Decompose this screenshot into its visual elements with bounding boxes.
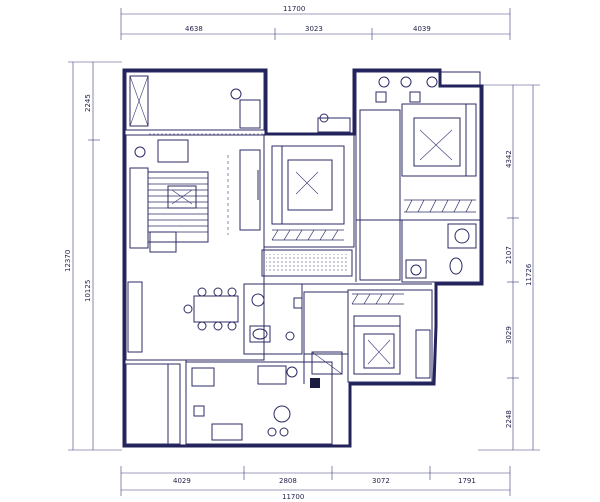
dim-top-seg-2: 3023: [305, 25, 323, 33]
kitchen: [185, 361, 333, 445]
dim-bottom-seg-3: 3072: [372, 477, 390, 485]
dimension-right: 4342 2107 3029 2248 11726: [478, 84, 540, 451]
dim-bottom-seg-4: 1791: [458, 477, 476, 485]
bedroom-south: [347, 289, 433, 383]
bathroom-center: [243, 283, 303, 355]
dimension-left: 12370 2245 10125: [64, 61, 122, 451]
wood-corridor: [359, 109, 401, 281]
dim-left-seg-1: 2245: [84, 94, 92, 112]
dim-left-seg-2: 10125: [84, 280, 92, 302]
dim-bottom-seg-2: 2808: [279, 477, 297, 485]
wood-hall: [303, 291, 349, 355]
dim-left-total: 12370: [64, 250, 72, 272]
dim-right-total: 11726: [525, 263, 533, 286]
dim-right-seg-1: 4342: [505, 150, 513, 168]
dimension-bottom: 4029 2808 3072 1791 11700: [120, 466, 511, 501]
dimension-top: 11700 4638 3023 4039: [120, 5, 511, 40]
dim-right-seg-4: 2248: [505, 410, 513, 428]
dining-table: [193, 295, 239, 323]
plan-body: [122, 68, 484, 448]
dim-right-seg-2: 2107: [505, 246, 513, 264]
balcony-north: [125, 71, 265, 131]
master-bedroom: [355, 71, 481, 221]
dim-right-seg-3: 3029: [505, 326, 513, 344]
master-bathroom: [401, 219, 481, 283]
planter-strip: [261, 249, 353, 277]
dim-top-seg-3: 4039: [413, 25, 431, 33]
dim-top-seg-1: 4638: [185, 25, 203, 33]
dim-bottom-seg-1: 4029: [173, 477, 191, 485]
dim-top-total: 11700: [283, 5, 305, 13]
dim-bottom-total: 11700: [282, 493, 304, 501]
balcony-south: [125, 363, 181, 445]
